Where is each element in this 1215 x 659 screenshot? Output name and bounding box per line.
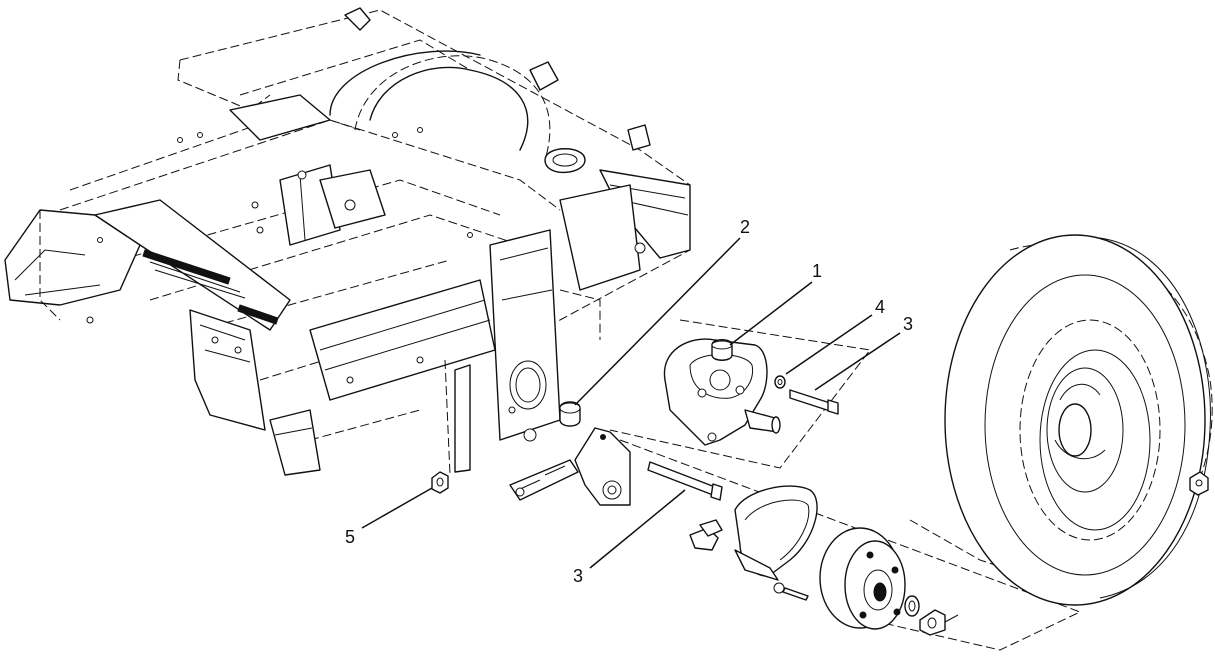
callout-2: 2	[574, 217, 750, 406]
callout-3-lower: 3	[573, 489, 686, 586]
callout-2-label: 2	[740, 217, 750, 237]
callout-5-label: 5	[345, 527, 355, 547]
callout-3-upper: 3	[814, 314, 913, 391]
callout-4: 4	[785, 297, 885, 375]
callout-1-label: 1	[812, 261, 822, 281]
callout-1: 1	[729, 261, 822, 346]
callout-5: 5	[345, 487, 433, 547]
mower-frame	[4, 7, 691, 476]
callout-3-lower-label: 3	[573, 566, 583, 586]
tire-wheel	[909, 234, 1213, 606]
callout-3-upper-label: 3	[903, 314, 913, 334]
motor-assembly	[431, 319, 1082, 651]
callout-4-label: 4	[875, 297, 885, 317]
